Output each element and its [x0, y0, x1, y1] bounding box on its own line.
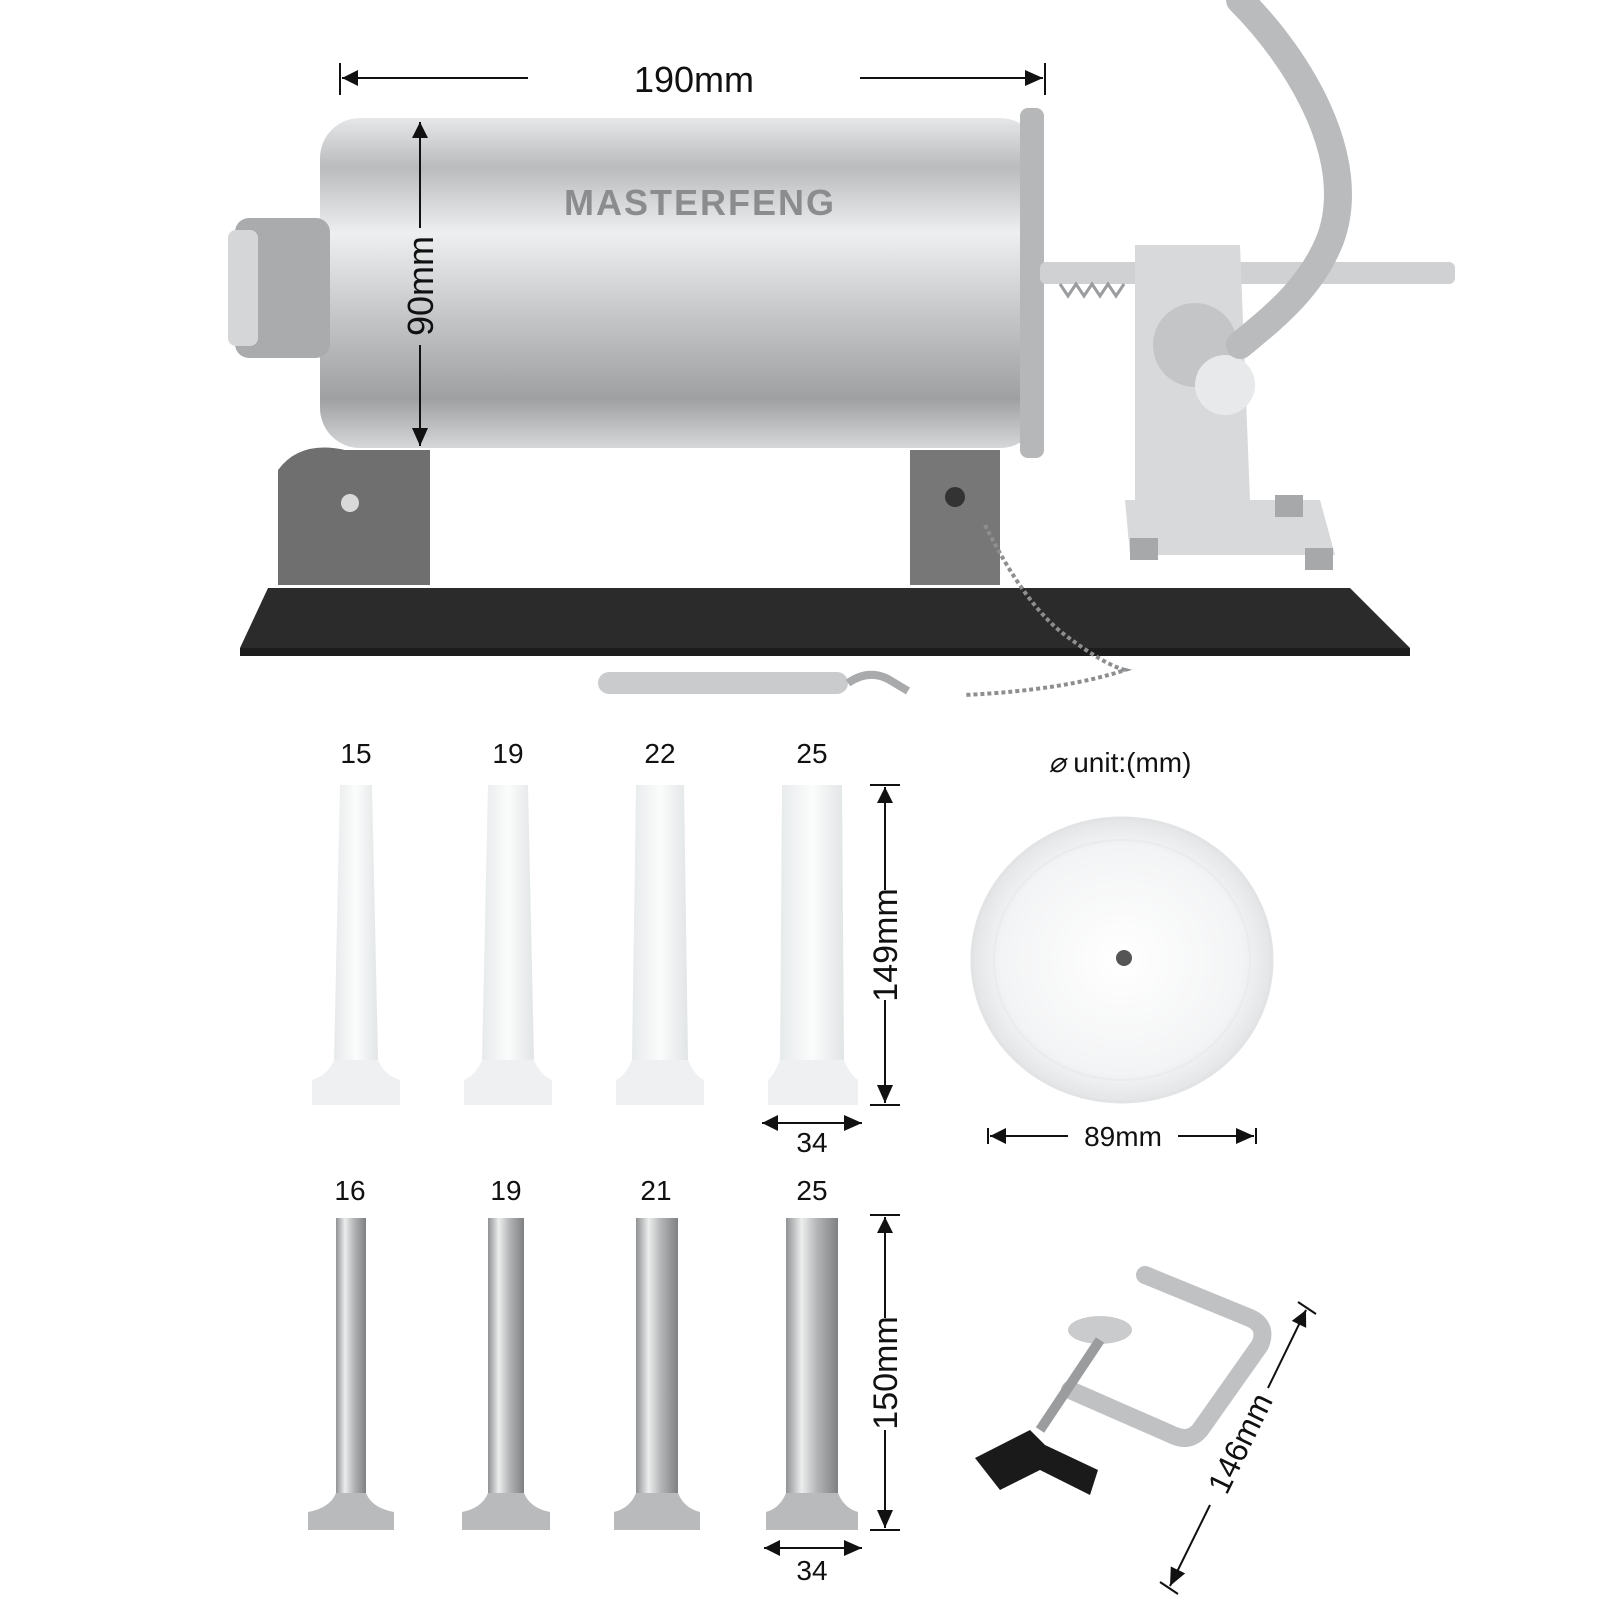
crank-handle — [1226, 0, 1352, 359]
sausage-stuffer: MASTERFENG 190mm 90 — [228, 0, 1455, 697]
piston-diameter-label: 89mm — [1084, 1121, 1162, 1152]
tube-size-label: 25 — [796, 738, 827, 769]
tube-size-label: 21 — [640, 1175, 671, 1206]
wing-nut — [975, 1430, 1098, 1495]
plastic-tube: 25 — [768, 738, 858, 1105]
brand-logo: MASTERFENG — [564, 182, 836, 223]
length-dimension: 190mm — [339, 59, 1046, 100]
clamp-length-dimension: 146mm — [1159, 1301, 1317, 1595]
tube-size-label: 15 — [340, 738, 371, 769]
diameter-dimension: 90mm — [400, 122, 441, 446]
steel-tubes: 16 19 21 25 150mm 3 — [308, 1175, 905, 1586]
steel-length-label: 150mm — [867, 1316, 905, 1429]
tube-size-label: 22 — [644, 738, 675, 769]
unit-text: unit:(mm) — [1073, 747, 1191, 778]
tube-size-label: 25 — [796, 1175, 827, 1206]
unit-label: ⌀ unit:(mm) — [1049, 747, 1192, 778]
tube-size-label: 19 — [492, 738, 523, 769]
steel-length-dimension: 150mm — [867, 1214, 905, 1531]
piston-disc: ⌀ unit:(mm) 89mm — [970, 747, 1274, 1152]
steel-tube: 16 — [308, 1175, 394, 1530]
plastic-base-label: 34 — [796, 1127, 827, 1158]
steel-tube: 25 — [766, 1175, 858, 1530]
middle-bracket — [910, 450, 1000, 585]
tube-size-label: 16 — [334, 1175, 365, 1206]
steel-base-dimension: 34 — [764, 1540, 862, 1586]
piston-hole — [1116, 950, 1132, 966]
stuffer-cylinder — [320, 118, 1040, 448]
plastic-tube: 19 — [464, 738, 552, 1105]
bracket-pin — [341, 494, 359, 512]
plastic-tube: 15 — [312, 738, 400, 1105]
diameter-symbol: ⌀ — [1049, 747, 1074, 778]
steel-tube: 21 — [614, 1175, 700, 1530]
diameter-label: 90mm — [400, 236, 441, 336]
plastic-tubes: 15 19 22 25 149mm 3 — [312, 738, 905, 1158]
plastic-length-label: 149mm — [867, 888, 905, 1001]
table-clamp: 146mm — [975, 1266, 1317, 1595]
piston-diameter-dimension: 89mm — [987, 1121, 1257, 1152]
cast-iron-base — [240, 588, 1410, 648]
plastic-tube: 22 — [616, 738, 704, 1105]
gear-rack — [1040, 262, 1455, 284]
length-label: 190mm — [634, 59, 754, 100]
locking-pin — [598, 524, 1133, 697]
tube-size-label: 19 — [490, 1175, 521, 1206]
steel-tube: 19 — [462, 1175, 550, 1530]
plastic-base-dimension: 34 — [762, 1115, 862, 1158]
steel-base-label: 34 — [796, 1555, 827, 1586]
end-cap — [235, 218, 330, 358]
plastic-length-dimension: 149mm — [867, 784, 905, 1106]
left-bracket — [278, 447, 430, 585]
